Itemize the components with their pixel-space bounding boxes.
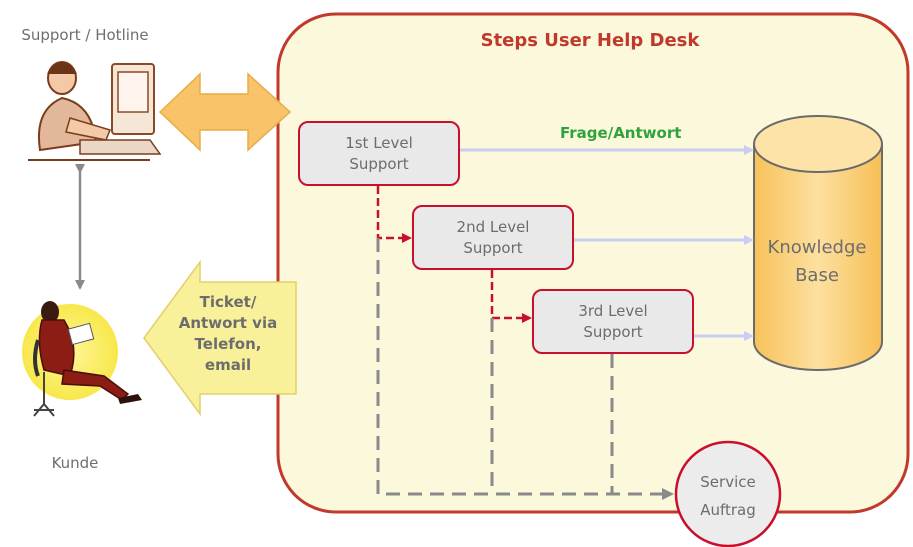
help-desk-title: Steps User Help Desk bbox=[480, 30, 700, 51]
knowledge-base-cylinder bbox=[753, 115, 883, 371]
first-level-support-box: 1st Level Support bbox=[298, 121, 460, 186]
dashed-first-service bbox=[376, 238, 674, 500]
support-agent-icon bbox=[28, 61, 162, 161]
third-level-support-box: 3rd Level Support bbox=[532, 289, 694, 354]
second-level-support-box: 2nd Level Support bbox=[412, 205, 574, 270]
service-auftrag-label: Service Auftrag bbox=[700, 473, 756, 519]
knowledge-base-label: Knowledge Base bbox=[767, 237, 867, 286]
double-arrow-orange bbox=[158, 72, 292, 152]
customer-icon bbox=[33, 301, 142, 417]
second-level-label: 2nd Level Support bbox=[456, 217, 530, 257]
frage-antwort-label: Frage/Antwort bbox=[560, 124, 682, 142]
ticket-arrow bbox=[143, 259, 297, 417]
ticket-label: Ticket/ Antwort via Telefon, email bbox=[178, 293, 278, 374]
third-level-label: 3rd Level Support bbox=[578, 301, 648, 341]
kunde-label: Kunde bbox=[51, 454, 99, 472]
support-hotline-label: Support / Hotline bbox=[21, 26, 149, 44]
first-level-label: 1st Level Support bbox=[345, 133, 413, 173]
service-auftrag-circle bbox=[674, 440, 782, 547]
